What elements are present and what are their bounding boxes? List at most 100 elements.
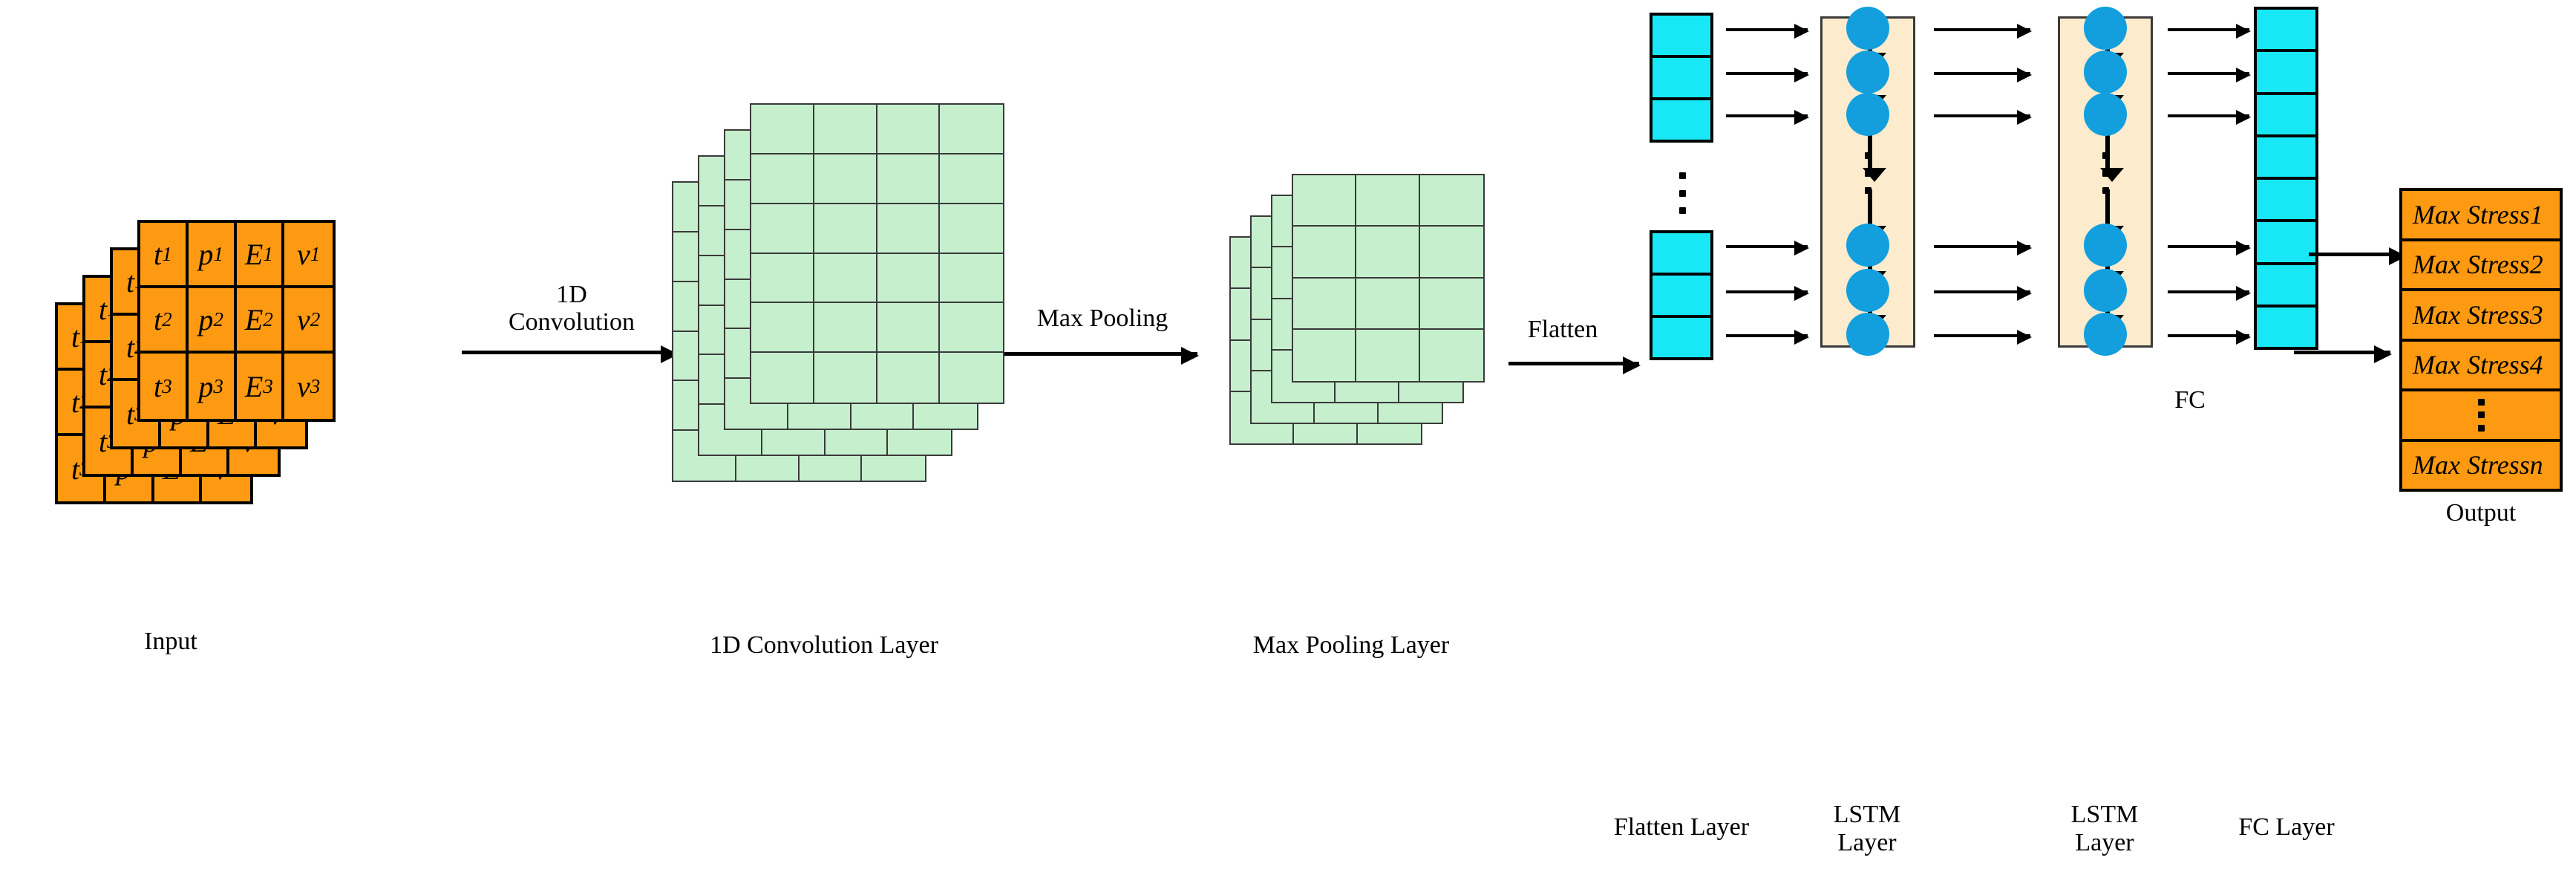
lstm1-ellipsis [1864, 152, 1871, 194]
pool-panel-cell [1356, 227, 1420, 279]
conv-panel-front [750, 103, 1004, 404]
arrow-lstm1-to-lstm2 [1934, 330, 2032, 345]
fc-cell [2257, 95, 2315, 137]
arrow-lstm2-to-fc [2168, 24, 2251, 39]
lstm2-down-arrow-icon [2100, 189, 2124, 240]
flatten-ellipsis [1678, 172, 1686, 214]
flatten-cell [1653, 318, 1710, 357]
output-row: Max Stress3 [2402, 291, 2560, 342]
pool-panel-cell [1356, 278, 1420, 330]
arrow-pool [998, 347, 1199, 365]
conv-panel-cell [751, 204, 814, 254]
conv-panel-cell [751, 253, 814, 304]
output-row-ellipsis [2402, 391, 2560, 442]
output-box[interactable]: Max Stress1 Max Stress2 Max Stress3 Max … [2399, 188, 2563, 492]
fc-layer[interactable] [2254, 7, 2318, 350]
conv-panel-cell [877, 204, 941, 254]
arrow-fc-to-output-upper [2309, 247, 2407, 265]
conv-panel-cell [814, 204, 877, 254]
conv-panel-cell [940, 303, 1003, 354]
pool-panel-cell [1419, 279, 1483, 330]
pool-panel-cell [1356, 329, 1420, 381]
pool-panel-cell [1420, 330, 1483, 381]
conv-panel-cell [877, 105, 941, 154]
fc-cell [2257, 10, 2315, 53]
flatten-layer-bottom-group[interactable] [1650, 230, 1713, 360]
output-row: Max Stress2 [2402, 241, 2560, 291]
arrow-fc-to-output-lower [2294, 345, 2392, 363]
lstm1-node [1846, 313, 1889, 356]
flatten-layer-top-group[interactable] [1650, 13, 1713, 143]
arrow-label-conv: 1D Convolution [508, 281, 635, 336]
arrow-lstm1-to-lstm2 [1934, 110, 2032, 125]
flatten-cell [1653, 276, 1710, 318]
conv-panel-cell [814, 154, 877, 204]
conv-panel-cell [877, 353, 941, 403]
fc-cell [2257, 222, 2315, 265]
fc-cell [2257, 180, 2315, 223]
pool-layer-caption: Max Pooling Layer [1252, 631, 1450, 659]
lstm2-node [2084, 313, 2127, 356]
conv-panel-cell [877, 303, 941, 354]
arrow-lstm2-to-fc [2168, 286, 2251, 301]
pool-panel-cell [1293, 227, 1357, 279]
pool-panel-cell [1293, 329, 1357, 381]
flatten-cell [1653, 58, 1710, 100]
conv-panel-cell [940, 204, 1003, 254]
flatten-layer-caption: Flatten Layer [1613, 813, 1750, 841]
arrow-lstm2-to-fc [2168, 330, 2251, 345]
lstm1-down-arrow-icon [1863, 189, 1886, 240]
pool-panel-cell [1419, 227, 1483, 279]
output-caption: Output [2445, 499, 2517, 527]
arrow-flatten-to-lstm1 [1726, 110, 1809, 125]
conv-panel-cell [940, 353, 1003, 403]
conv-panel-cell [877, 154, 941, 204]
arrow-flatten-to-lstm1 [1726, 286, 1809, 301]
pool-panel-cell [1356, 175, 1420, 227]
flatten-cell [1653, 16, 1710, 58]
fc-cell [2257, 307, 2315, 347]
pool-layer-block: Max Pooling Layer [0, 0, 1529, 706]
flatten-cell [1653, 100, 1710, 140]
arrow-flatten [1508, 357, 1641, 374]
pool-panel-cell [1293, 175, 1357, 227]
arrow-flatten-to-lstm1 [1726, 241, 1809, 256]
conv-panel-cell [751, 154, 814, 204]
arrow-label-flatten: Flatten [1527, 316, 1598, 343]
arrow-flatten-to-lstm1 [1726, 68, 1809, 82]
pool-panel-cell [1293, 278, 1357, 330]
conv-layer-caption: 1D Convolution Layer [710, 631, 938, 659]
conv-panel-cell [940, 105, 1003, 154]
conv-panel-cell [814, 253, 877, 304]
conv-panel-cell [751, 353, 814, 403]
arrow-lstm1-to-lstm2 [1934, 241, 2032, 256]
conv-panel-cell [751, 105, 814, 154]
arrow-lstm1-to-lstm2 [1934, 68, 2032, 82]
conv-panel-cell [877, 253, 941, 304]
pool-panel-cell [1419, 175, 1483, 227]
lstm1-node [1846, 269, 1889, 312]
lstm1-node [1846, 93, 1889, 136]
arrow-lstm1-to-lstm2 [1934, 286, 2032, 301]
lstm1-node [1846, 7, 1889, 50]
conv-panel-cell [940, 254, 1003, 304]
arrow-lstm1-to-lstm2 [1934, 24, 2032, 39]
output-ellipsis-icon [2477, 398, 2485, 432]
arrow-flatten-to-lstm1 [1726, 330, 1809, 345]
arrow-lstm2-to-fc [2168, 241, 2251, 256]
lstm2-ellipsis [2102, 152, 2109, 194]
lstm-layer-2-caption: LSTM Layer [2070, 801, 2139, 857]
conv-panel-cell [751, 303, 814, 354]
lstm-layer-1-caption: LSTM Layer [1833, 801, 1901, 857]
